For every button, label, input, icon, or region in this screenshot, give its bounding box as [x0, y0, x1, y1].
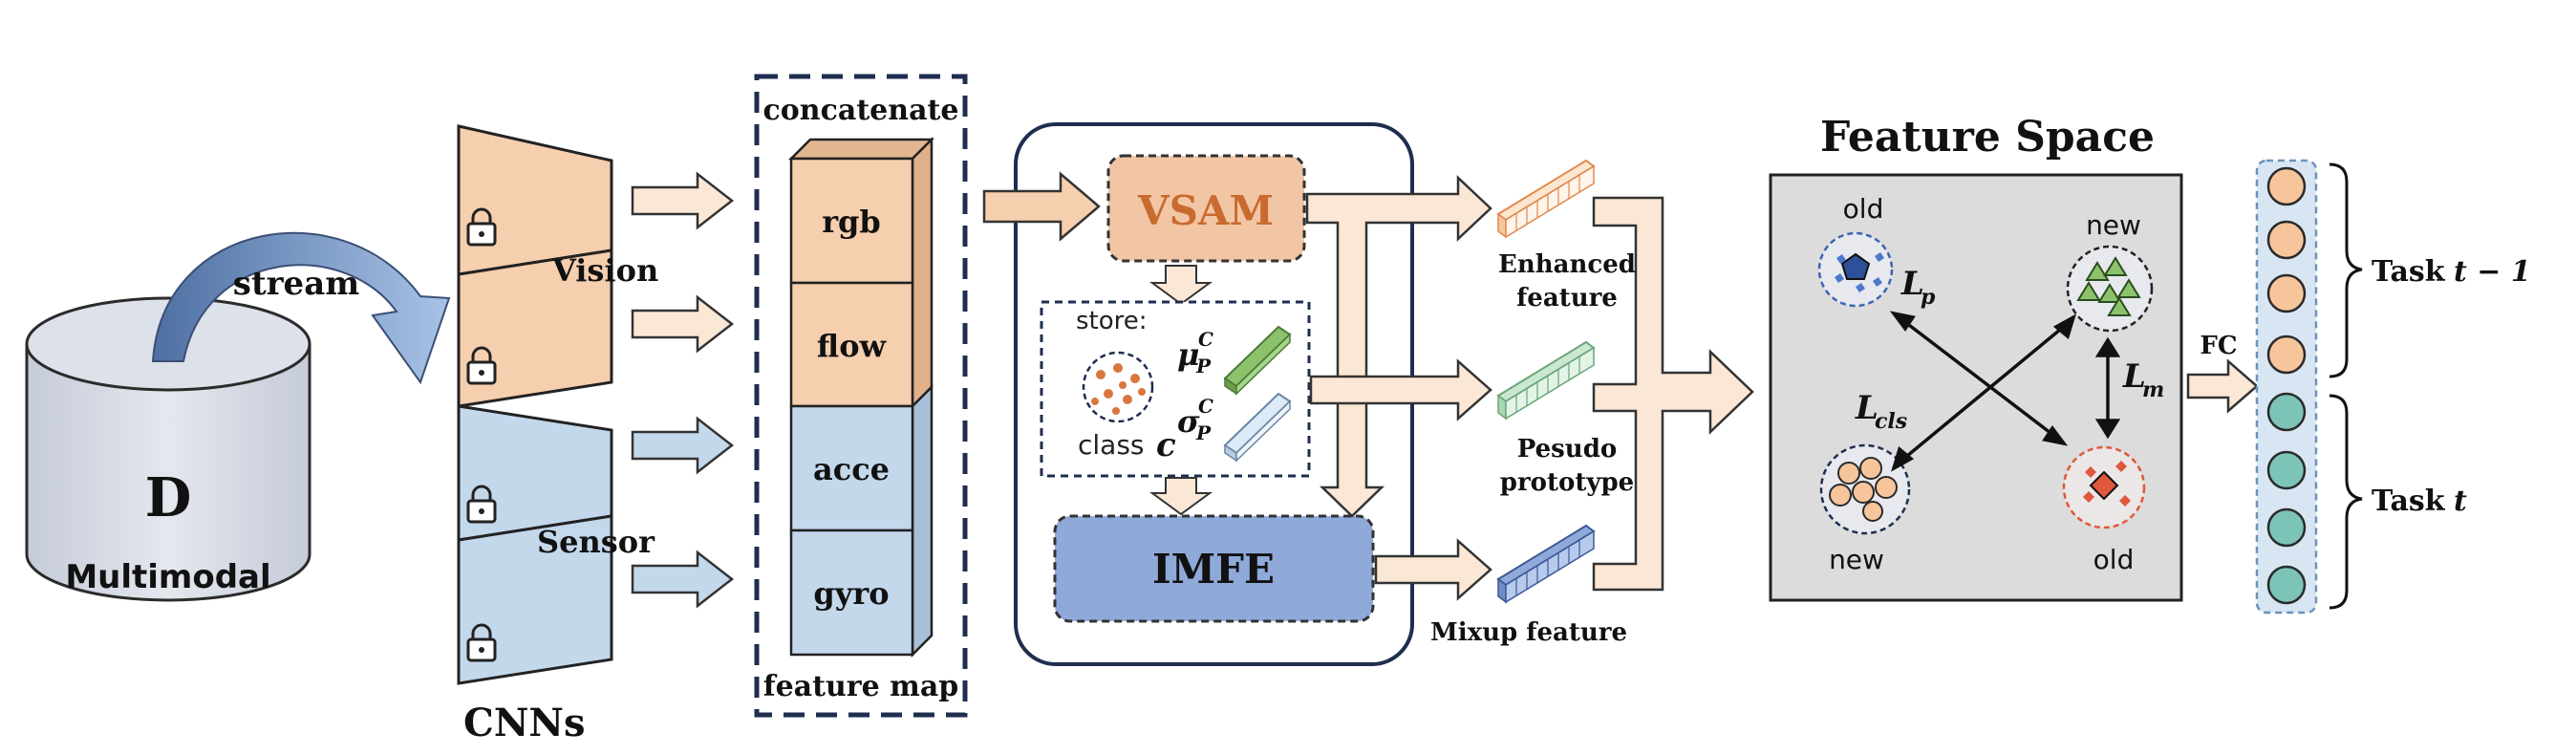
- enhanced-feature-vector: [1496, 159, 1596, 239]
- pseudo-prototype-label-2: prototype: [1500, 468, 1634, 497]
- pseudo-prototype-label-1: Pesudo: [1517, 435, 1617, 464]
- classifier-head: [2255, 159, 2318, 615]
- task-cur-var: t: [2454, 485, 2467, 518]
- stream-label: stream: [233, 265, 359, 303]
- lcls-loss-label: L: [1855, 389, 1878, 427]
- fusion-module: VSAM store: class c μ P C σ P C: [982, 122, 1414, 666]
- mu-prototype-bar: [1223, 325, 1292, 396]
- feature-cell-rgb: [789, 157, 914, 285]
- dataset-cylinder: D Multimodal: [25, 296, 311, 602]
- sigma-prototype-bar: [1223, 392, 1292, 463]
- dataset-letter: D: [145, 466, 192, 529]
- feature-map-label: feature map: [763, 670, 959, 703]
- cell-label-rgb: rgb: [822, 204, 881, 240]
- task-prev-nodes: [2266, 166, 2307, 375]
- lcls-loss-sub: cls: [1875, 409, 1907, 434]
- class-var: c: [1156, 426, 1176, 464]
- lm-loss-sub: m: [2142, 378, 2164, 402]
- mixup-feature-vector: [1496, 524, 1596, 604]
- enhanced-feature-label-2: feature: [1516, 284, 1618, 313]
- stream-arrow: stream: [151, 231, 451, 385]
- task-cur-label: Task: [2372, 485, 2446, 518]
- cnn-encoders: Vision Sensor CNNs: [457, 124, 658, 745]
- imfe-block: [1053, 514, 1375, 623]
- mu-sub: P: [1195, 355, 1212, 378]
- lock-icon: [466, 207, 497, 247]
- encoder-vision-flow: [457, 248, 613, 408]
- sigma-symbol: σ: [1177, 403, 1200, 440]
- feature-cell-gyro: [789, 528, 914, 657]
- encoder-sensor-gyro: [457, 514, 613, 685]
- sensor-label: Sensor: [537, 524, 655, 560]
- merge-arrow: [1592, 196, 1754, 592]
- arrow-acce: [631, 416, 735, 475]
- feature-map: concatenate feature map rgb flow acce gy…: [754, 74, 968, 718]
- lock-icon: [466, 346, 497, 385]
- lp-loss-arrow: [1900, 317, 2056, 438]
- imfe-label: IMFE: [1152, 546, 1275, 593]
- class-label: class: [1078, 429, 1145, 461]
- feature-space-title: Feature Space: [1820, 113, 2155, 162]
- lm-loss-label: L: [2122, 357, 2146, 396]
- task-braces: [2329, 162, 2363, 610]
- arrow-flow: [631, 294, 735, 354]
- mu-sup: C: [1198, 328, 1213, 351]
- enhanced-feature-label-1: Enhanced: [1498, 250, 1636, 279]
- encoder-output-arrows-sensor: [631, 416, 735, 609]
- lp-loss-sub: p: [1921, 285, 1936, 310]
- store-label: store:: [1076, 307, 1148, 335]
- cell-label-gyro: gyro: [813, 575, 889, 612]
- arrow-to-vsam: [982, 171, 1101, 242]
- arrow-rgb: [631, 171, 735, 230]
- vsam-label: VSAM: [1137, 187, 1274, 234]
- fc-label: FC: [2200, 332, 2237, 360]
- fc-arrow: FC: [2186, 332, 2259, 414]
- sigma-sub: P: [1195, 421, 1212, 444]
- arrow-gyro: [631, 550, 735, 609]
- task-cur-nodes: [2266, 392, 2307, 605]
- vsam-block: [1106, 154, 1306, 263]
- vsam-output-arrows: [1305, 175, 1492, 601]
- pseudo-prototype-vector: [1496, 340, 1596, 421]
- concatenate-label: concatenate: [763, 94, 959, 127]
- new-top-label: new: [2086, 209, 2141, 241]
- dataset-label: Multimodal: [65, 558, 270, 596]
- lcls-loss-arrow: [1900, 323, 2068, 463]
- lock-icon: [466, 485, 497, 524]
- new-bottom-label: new: [1829, 544, 1884, 575]
- feature-cell-acce: [789, 404, 914, 532]
- feature-cell-flow: [789, 281, 914, 408]
- cell-label-flow: flow: [817, 328, 888, 364]
- encoder-output-arrows: [631, 171, 735, 354]
- feature-space: Feature Space old new ne: [1769, 113, 2183, 602]
- sigma-sup: C: [1198, 395, 1213, 418]
- cell-label-acce: acce: [813, 451, 890, 487]
- class-points: [1091, 363, 1146, 415]
- cnns-label: CNNs: [463, 701, 585, 745]
- old-bottom-label: old: [2093, 544, 2135, 575]
- task-prev-var: t − 1: [2454, 255, 2531, 289]
- lock-icon: [466, 623, 497, 662]
- mu-symbol: μ: [1177, 336, 1199, 373]
- vision-label: Vision: [551, 252, 658, 289]
- lp-loss-label: L: [1900, 265, 1924, 303]
- mixup-feature-label: Mixup feature: [1430, 618, 1627, 647]
- old-top-label: old: [1843, 193, 1884, 225]
- task-prev-label: Task: [2372, 255, 2446, 289]
